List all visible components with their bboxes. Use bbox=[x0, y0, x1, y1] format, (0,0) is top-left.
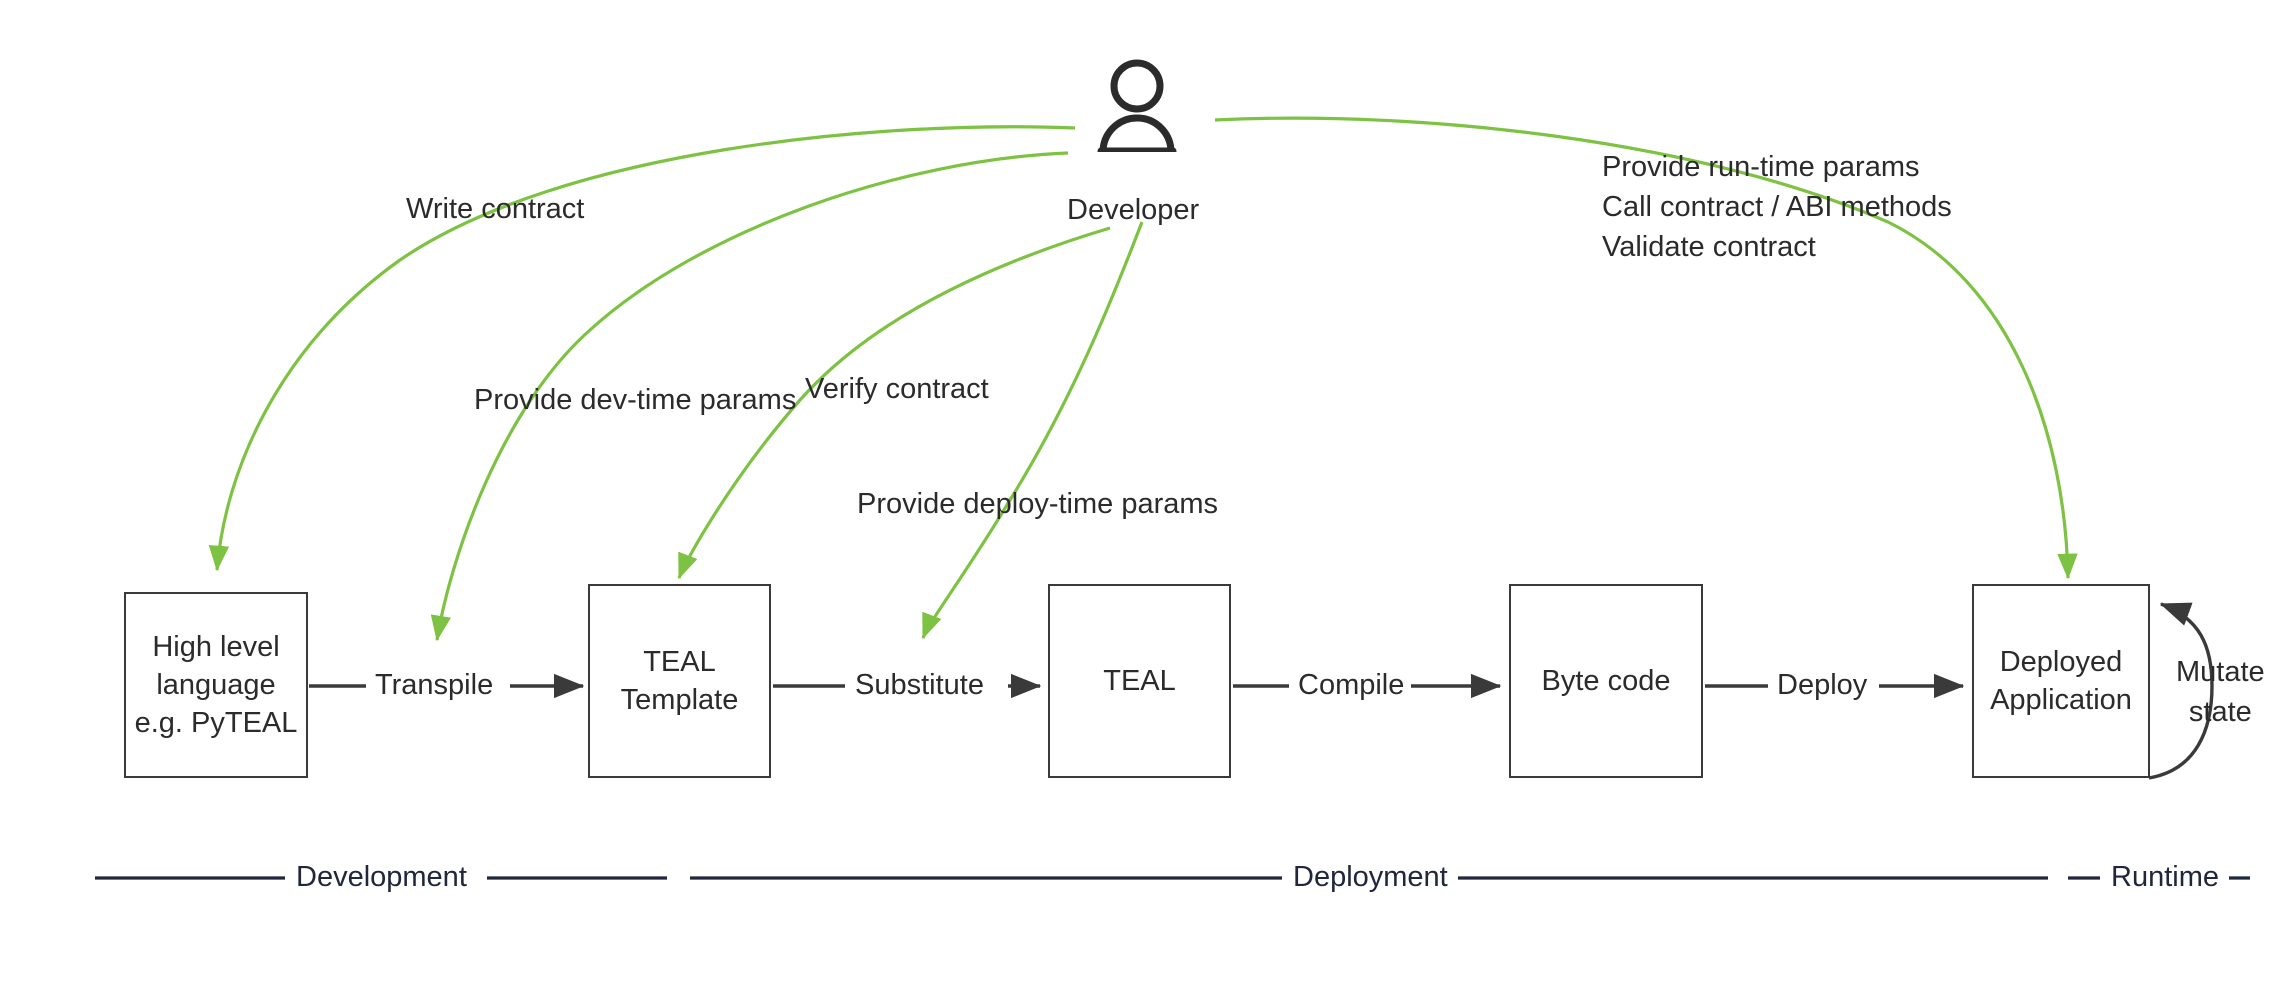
label-provide-dev-time-params: Provide dev-time params bbox=[474, 384, 797, 416]
node-teal-template-line-1: Template bbox=[620, 684, 739, 716]
node-high-level-language-line-1: language bbox=[156, 668, 276, 701]
node-byte-code[interactable]: Byte code bbox=[1509, 584, 1703, 778]
edge-label-substitute: Substitute bbox=[850, 669, 989, 702]
node-high-level-language-line-0: High level bbox=[152, 630, 280, 663]
label-verify-contract: Verify contract bbox=[805, 373, 989, 405]
arrow-provide-deploy-time-params bbox=[921, 221, 1144, 640]
phase-label-deployment: Deployment bbox=[1283, 861, 1458, 894]
mutate-state-line-0: Mutate bbox=[2176, 656, 2265, 688]
node-high-level-language[interactable]: High level language e.g. PyTEAL bbox=[124, 592, 308, 778]
edge-label-compile: Compile bbox=[1293, 669, 1410, 702]
mutate-state-label: Mutate state bbox=[2176, 652, 2265, 732]
node-high-level-language-line-2: e.g. PyTEAL bbox=[134, 707, 298, 740]
edge-label-deploy: Deploy bbox=[1772, 669, 1873, 702]
node-byte-code-line-0: Byte code bbox=[1541, 664, 1671, 697]
phase-label-development: Development bbox=[286, 861, 477, 894]
runtime-actions-line-0: Provide run-time params bbox=[1602, 151, 1920, 183]
runtime-actions-line-2: Validate contract bbox=[1602, 231, 1816, 264]
label-write-contract: Write contract bbox=[406, 193, 585, 225]
label-runtime-actions: Provide run-time params Call contract / … bbox=[1602, 147, 1952, 267]
developer-actor bbox=[1095, 58, 1179, 156]
node-deployed-application-line-1: Application bbox=[1990, 684, 2132, 716]
node-deployed-application-line-0: Deployed bbox=[1999, 645, 2123, 678]
runtime-actions-line-1: Call contract / ABI methods bbox=[1602, 191, 1952, 224]
phase-label-runtime: Runtime bbox=[2101, 861, 2229, 894]
developer-label: Developer bbox=[1067, 194, 1200, 226]
node-teal-line-0: TEAL bbox=[1103, 664, 1176, 697]
edge-label-transpile: Transpile bbox=[370, 669, 499, 702]
label-provide-deploy-time-params: Provide deploy-time params bbox=[857, 488, 1219, 520]
node-teal-template-line-0: TEAL bbox=[643, 645, 716, 678]
node-teal-template[interactable]: TEAL Template bbox=[588, 584, 771, 778]
person-icon bbox=[1097, 59, 1177, 156]
node-teal[interactable]: TEAL bbox=[1048, 584, 1231, 778]
mutate-state-line-1: state bbox=[2188, 696, 2252, 729]
node-deployed-application[interactable]: Deployed Application bbox=[1972, 584, 2150, 778]
